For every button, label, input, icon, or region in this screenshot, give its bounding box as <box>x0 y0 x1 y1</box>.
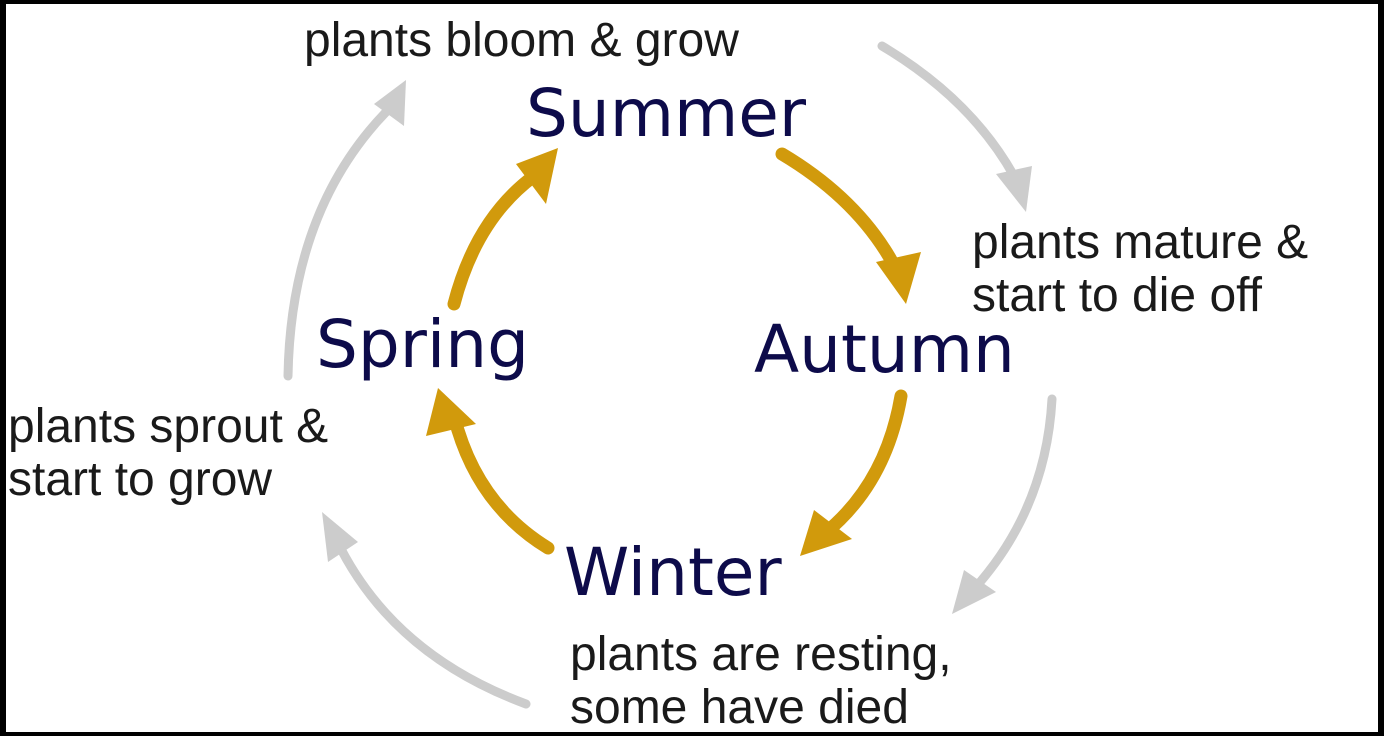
seasonal-cycle-diagram: Summer Autumn Winter Spring plants bloom… <box>6 4 1378 732</box>
outer-arrow-winter-to-spring <box>331 534 531 709</box>
note-autumn: plants mature & start to die off <box>972 216 1308 322</box>
inner-arrowhead-autumn <box>876 252 921 304</box>
outer-arrow-autumn-to-winter <box>969 394 1057 594</box>
inner-arrowhead-spring <box>426 388 476 436</box>
note-autumn-line-1: plants mature & <box>972 216 1309 269</box>
note-summer: plants bloom & grow <box>304 14 739 67</box>
inner-arrow-summer-to-autumn <box>775 147 908 286</box>
note-spring-line-2: start to grow <box>8 453 273 506</box>
outer-arrowhead-autumn <box>996 166 1032 212</box>
inner-arrow-winter-to-spring <box>447 409 555 555</box>
note-winter-line-1: plants are resting, <box>570 628 952 681</box>
season-label-autumn: Autumn <box>754 311 1015 388</box>
season-label-summer: Summer <box>526 75 807 152</box>
note-summer-line-1: plants bloom & grow <box>304 14 739 67</box>
outer-arrowhead-spring <box>322 512 358 562</box>
outer-arrowhead-winter <box>952 570 996 614</box>
outer-arrow-spring-to-summer <box>283 99 399 381</box>
inner-arrowhead-summer <box>516 148 558 204</box>
outer-arrowhead-summer <box>374 80 406 126</box>
note-winter: plants are resting, some have died <box>570 628 952 732</box>
note-winter-line-2: some have died <box>570 681 909 732</box>
inner-arrow-autumn-to-winter <box>817 389 908 541</box>
season-label-winter: Winter <box>564 534 782 611</box>
cycle-arrows <box>283 41 1057 709</box>
outer-arrow-summer-to-autumn <box>877 41 1019 181</box>
note-spring: plants sprout & start to grow <box>8 400 328 506</box>
note-autumn-line-2: start to die off <box>972 269 1262 322</box>
season-label-spring: Spring <box>316 306 529 383</box>
inner-arrow-spring-to-summer <box>447 169 541 311</box>
note-spring-line-1: plants sprout & <box>8 400 329 453</box>
inner-arrowhead-winter <box>800 510 852 556</box>
